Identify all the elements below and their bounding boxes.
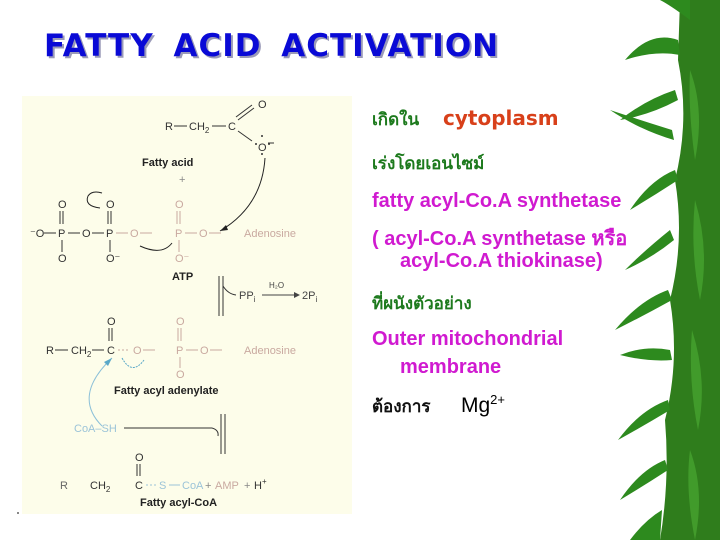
equilibrium-arrow-1: PPi H₂O 2Pi [218, 276, 317, 316]
occurs-in-row: เกิดใน cytoplasm [372, 106, 559, 133]
svg-text:C: C [228, 121, 236, 133]
location-label: ที่ผนังตัวอย่าง [372, 294, 472, 314]
reaction-diagram: R CH2 C O O Fatty acid + ⁻O P O O [22, 96, 352, 514]
svg-text:S: S [159, 480, 166, 492]
svg-text:P: P [58, 228, 65, 240]
requires-row: ต้องการ Mg2+ [372, 392, 505, 420]
equilibrium-arrow-2 [220, 414, 226, 454]
svg-text:Adenosine: Adenosine [244, 228, 296, 240]
acyl-coa-structure: R CH2 C O S CoA + AMP + H+ Fatty acyl-Co… [60, 452, 267, 509]
svg-text:O: O [258, 142, 267, 154]
bamboo-foliage-decoration [610, 0, 720, 540]
svg-text:R: R [60, 480, 68, 492]
adenylate-structure: R CH2 C O O P O O O Adenosine Fatty acyl… [46, 316, 296, 397]
atp-structure: ⁻O P O O O P O O⁻ O P O O⁻ O Ad [30, 191, 296, 283]
svg-text:O: O [82, 228, 91, 240]
location-line2: membrane [400, 356, 502, 378]
slide-title: FATTY ACID ACTIVATION [44, 28, 500, 64]
svg-text:O: O [176, 316, 185, 328]
svg-text:+: + [205, 480, 211, 492]
svg-text:O: O [130, 228, 139, 240]
svg-text:O: O [199, 228, 208, 240]
svg-text:CH2: CH2 [189, 121, 210, 135]
svg-text:+: + [244, 480, 250, 492]
requires-label: ต้องการ [372, 397, 431, 417]
svg-text:P: P [176, 345, 183, 357]
svg-text:ATP: ATP [172, 271, 193, 283]
svg-text:O: O [133, 345, 142, 357]
fatty-acid-structure: R CH2 C O O Fatty acid + [142, 99, 274, 186]
enzyme-alt-line1: ( acyl-Co.A synthetase หรือ [372, 228, 628, 250]
svg-text:O: O [176, 369, 185, 381]
svg-text:P: P [106, 228, 113, 240]
svg-text:2Pi: 2Pi [302, 290, 317, 304]
svg-text:O: O [58, 253, 67, 265]
svg-text:CoA: CoA [182, 480, 204, 492]
svg-text:PPi: PPi [239, 290, 256, 304]
requires-value: Mg2+ [460, 392, 505, 417]
svg-text:H₂O: H₂O [269, 281, 284, 290]
svg-text:R: R [165, 121, 173, 133]
enzyme-label: เร่งโดยเอนไซม์ [372, 154, 485, 174]
svg-text:CH2: CH2 [71, 345, 92, 359]
svg-text:O: O [200, 345, 209, 357]
svg-text:O: O [135, 452, 144, 464]
svg-text:Fatty acyl-CoA: Fatty acyl-CoA [140, 497, 217, 509]
svg-text:⁻O: ⁻O [30, 228, 45, 240]
svg-text:O⁻: O⁻ [175, 253, 190, 265]
svg-text:O: O [106, 199, 115, 211]
svg-text:Fatty acyl adenylate: Fatty acyl adenylate [114, 385, 219, 397]
svg-text:R: R [46, 345, 54, 357]
svg-text:O: O [175, 199, 184, 211]
svg-text:O⁻: O⁻ [106, 253, 121, 265]
enzyme-name: fatty acyl-Co.A synthetase [372, 190, 622, 212]
occurs-in-value: cytoplasm [443, 106, 559, 130]
stray-dot [17, 512, 19, 514]
svg-text:P: P [175, 228, 182, 240]
svg-text:Fatty acid: Fatty acid [142, 157, 193, 169]
svg-text:AMP: AMP [215, 480, 239, 492]
svg-text:H+: H+ [254, 477, 267, 492]
svg-text:O: O [107, 316, 116, 328]
svg-text:O: O [258, 99, 267, 111]
enzyme-alt-line2: acyl-Co.A thiokinase) [400, 250, 603, 272]
occurs-in-label: เกิดใน [372, 110, 420, 130]
svg-text:Adenosine: Adenosine [244, 345, 296, 357]
svg-text:C: C [135, 480, 143, 492]
location-line1: Outer mitochondrial [372, 328, 564, 350]
svg-text:CH2: CH2 [90, 480, 111, 494]
svg-text:+: + [179, 174, 185, 186]
svg-text:O: O [58, 199, 67, 211]
coa-sh-label: CoA–SH [74, 423, 117, 435]
svg-text:C: C [107, 345, 115, 357]
